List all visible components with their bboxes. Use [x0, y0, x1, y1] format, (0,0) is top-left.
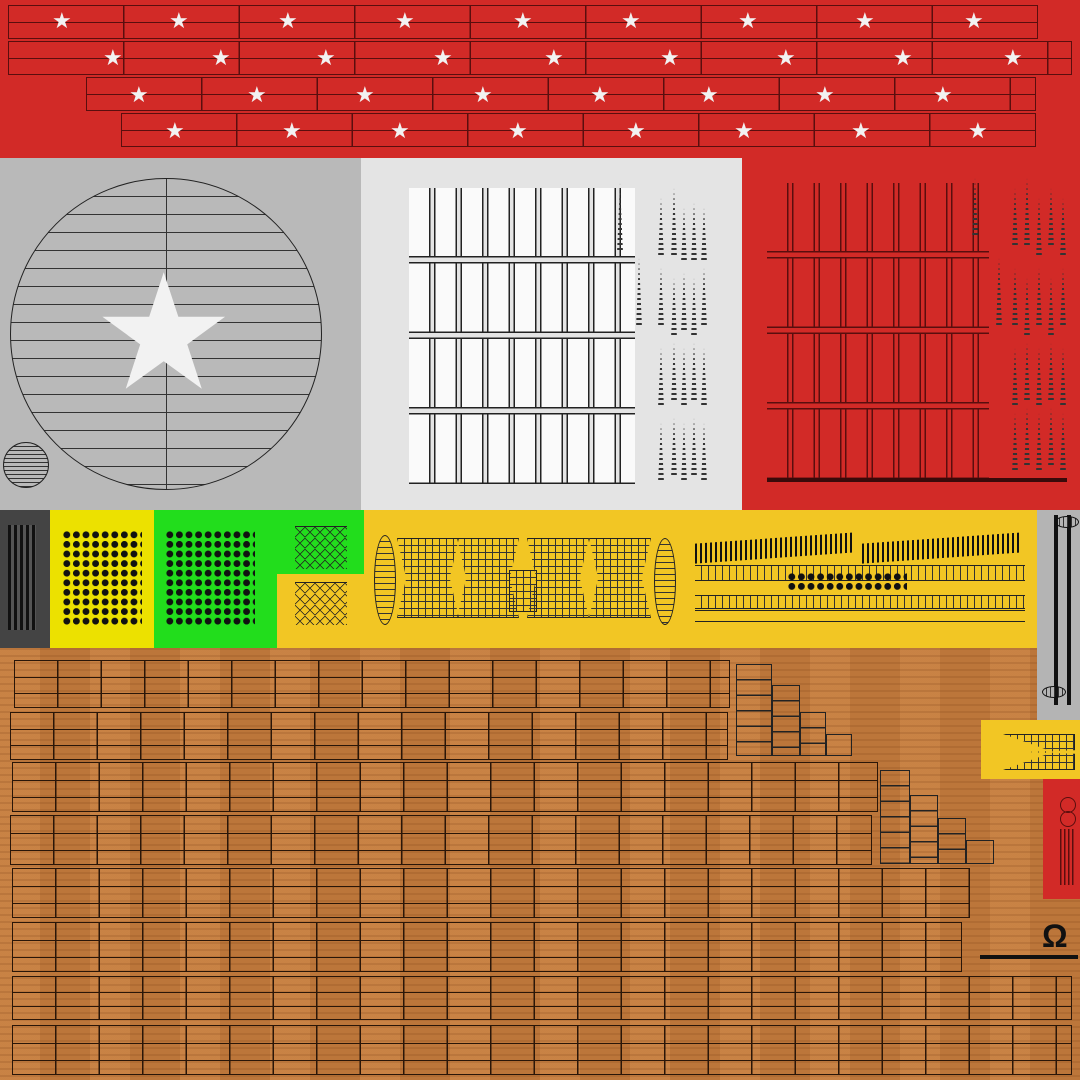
wood-plank-7	[12, 976, 1072, 1020]
star-icon: ★	[544, 45, 564, 70]
black-bar	[980, 955, 1078, 959]
red-small-patch	[1043, 779, 1080, 899]
green-dot-region	[154, 510, 277, 648]
star-icon: ★	[621, 8, 641, 33]
wood-plank-8	[12, 1025, 1072, 1075]
wood-plank-4	[10, 815, 872, 865]
stair-block	[880, 770, 910, 864]
star-icon: ★	[968, 118, 988, 143]
star-icon: ★	[165, 118, 185, 143]
horseshoe-ring-icon: Ω	[1042, 918, 1068, 954]
star-icon: ★	[52, 8, 72, 33]
star-icon: ★	[1003, 45, 1023, 70]
dot-row	[787, 572, 907, 592]
green-triangle-patch	[277, 510, 364, 574]
flag-row-2	[8, 41, 1072, 75]
stair-block	[736, 664, 772, 756]
star-icon: ★	[893, 45, 913, 70]
pole-cap	[1055, 516, 1079, 528]
spike-piece	[636, 258, 642, 328]
dot-grid	[165, 530, 255, 626]
star-icon: ★	[395, 8, 415, 33]
star-icon: ★	[626, 118, 646, 143]
pole-shaft	[1054, 515, 1058, 705]
lens-mesh	[374, 535, 396, 625]
star-icon: ★	[247, 82, 267, 107]
flag-row-4	[121, 113, 1036, 147]
star-icon: ★	[964, 8, 984, 33]
star-icon: ★	[282, 118, 302, 143]
triangle-grid	[295, 582, 347, 625]
star-icon: ★	[933, 82, 953, 107]
star-icon: ★	[513, 8, 533, 33]
star-icon: ★	[776, 45, 796, 70]
flag-row-1	[8, 5, 1038, 39]
yellow-dot-region	[50, 510, 154, 648]
dark-grey-strip	[0, 510, 50, 648]
gold-mesh-region	[277, 510, 1037, 648]
drape-mesh	[397, 538, 459, 618]
star-icon: ★	[508, 118, 528, 143]
wood-plank-5	[12, 868, 970, 918]
emblem-region: ★	[0, 158, 361, 510]
star-icon: ★	[103, 45, 123, 70]
star-icon: ★	[738, 8, 758, 33]
wood-plank-6	[12, 922, 962, 972]
star-icon: ★	[590, 82, 610, 107]
wood-plank-2	[10, 712, 728, 760]
flag-strip-region: ★ ★ ★ ★ ★ ★ ★ ★ ★ ★ ★ ★ ★ ★ ★ ★ ★ ★ ★ ★ …	[0, 0, 1080, 158]
wood-plank-3	[12, 762, 878, 812]
star-icon: ★	[473, 82, 493, 107]
white-panel-region	[361, 158, 742, 510]
red-bar	[767, 478, 1067, 482]
dot-grid	[62, 530, 142, 626]
star-icon: ★	[278, 8, 298, 33]
star-icon: ★	[211, 45, 231, 70]
grey-pole-region	[1037, 510, 1080, 720]
wave-strip	[695, 532, 855, 564]
star-icon: ★	[815, 82, 835, 107]
star-icon: ★	[433, 45, 453, 70]
star-icon: ★	[855, 8, 875, 33]
emblem-circle	[10, 178, 322, 490]
star-icon: ★	[316, 45, 336, 70]
spike-piece	[617, 183, 623, 253]
star-icon: ★	[851, 118, 871, 143]
wood-plank-1	[14, 660, 730, 708]
yellow-zigzag-patch	[981, 720, 1080, 779]
star-icon: ★	[390, 118, 410, 143]
large-star-icon: ★	[92, 243, 236, 422]
star-icon: ★	[699, 82, 719, 107]
star-icon: ★	[660, 45, 680, 70]
star-icon: ★	[734, 118, 754, 143]
star-icon: ★	[129, 82, 149, 107]
star-icon: ★	[355, 82, 375, 107]
small-emblem-circle	[3, 442, 49, 488]
red-panel-region	[742, 158, 1080, 510]
star-icon: ★	[169, 8, 189, 33]
flag-row-3	[86, 77, 1036, 111]
